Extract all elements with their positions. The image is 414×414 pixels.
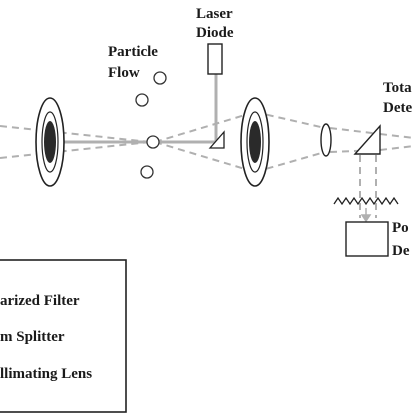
beam-lens-to-splitter-upper <box>329 127 381 135</box>
polarized-detector-label-line2: De <box>392 243 410 259</box>
mirror <box>208 130 225 149</box>
laser-path <box>54 74 218 144</box>
beam-right-lower <box>154 141 256 173</box>
particle <box>140 165 154 179</box>
particle <box>146 135 160 149</box>
legend-item-polarized-filter: arized Filter <box>0 293 80 309</box>
left-lens-inner-ring <box>41 111 59 173</box>
beam-to-total-detector-upper <box>379 133 414 139</box>
left-lens-core <box>44 121 56 163</box>
legend-box <box>0 259 127 413</box>
total-detector-label-line2: Dete <box>383 100 412 116</box>
legend: arized Filter m Splitter llimating Lens <box>0 259 127 413</box>
filter-output-arrows <box>360 208 372 223</box>
mirror-prism <box>208 130 225 149</box>
beam-left-lower <box>0 141 151 159</box>
particle <box>153 71 167 85</box>
arrow-head <box>360 214 372 223</box>
laser-label-line1: Laser <box>196 6 233 22</box>
polarized-detector-label-line1: Po <box>392 220 409 236</box>
beam-splitter <box>353 124 381 155</box>
beam-right-upper <box>154 111 256 143</box>
collimating-lens <box>320 123 332 157</box>
polarized-filter <box>333 196 399 206</box>
legend-item-beam-splitter: m Splitter <box>0 329 65 345</box>
particle-label-line2: Flow <box>108 65 140 81</box>
polarized-detector <box>345 221 389 257</box>
right-lens <box>240 97 270 187</box>
beam-to-total-detector-lower <box>379 145 414 151</box>
left-lens <box>35 97 65 187</box>
particle-label-line1: Particle <box>108 44 158 60</box>
legend-item-collimating-lens: llimating Lens <box>0 366 92 382</box>
total-detector-label-line1: Tota <box>383 80 412 96</box>
particles <box>135 71 167 179</box>
beam-left-upper <box>0 125 151 143</box>
right-lens-core <box>249 121 261 163</box>
scatter-beams <box>0 111 414 218</box>
laser-diode <box>207 43 223 75</box>
right-lens-inner-ring <box>246 111 264 173</box>
particle <box>135 93 149 107</box>
laser-label-line2: Diode <box>196 25 234 41</box>
